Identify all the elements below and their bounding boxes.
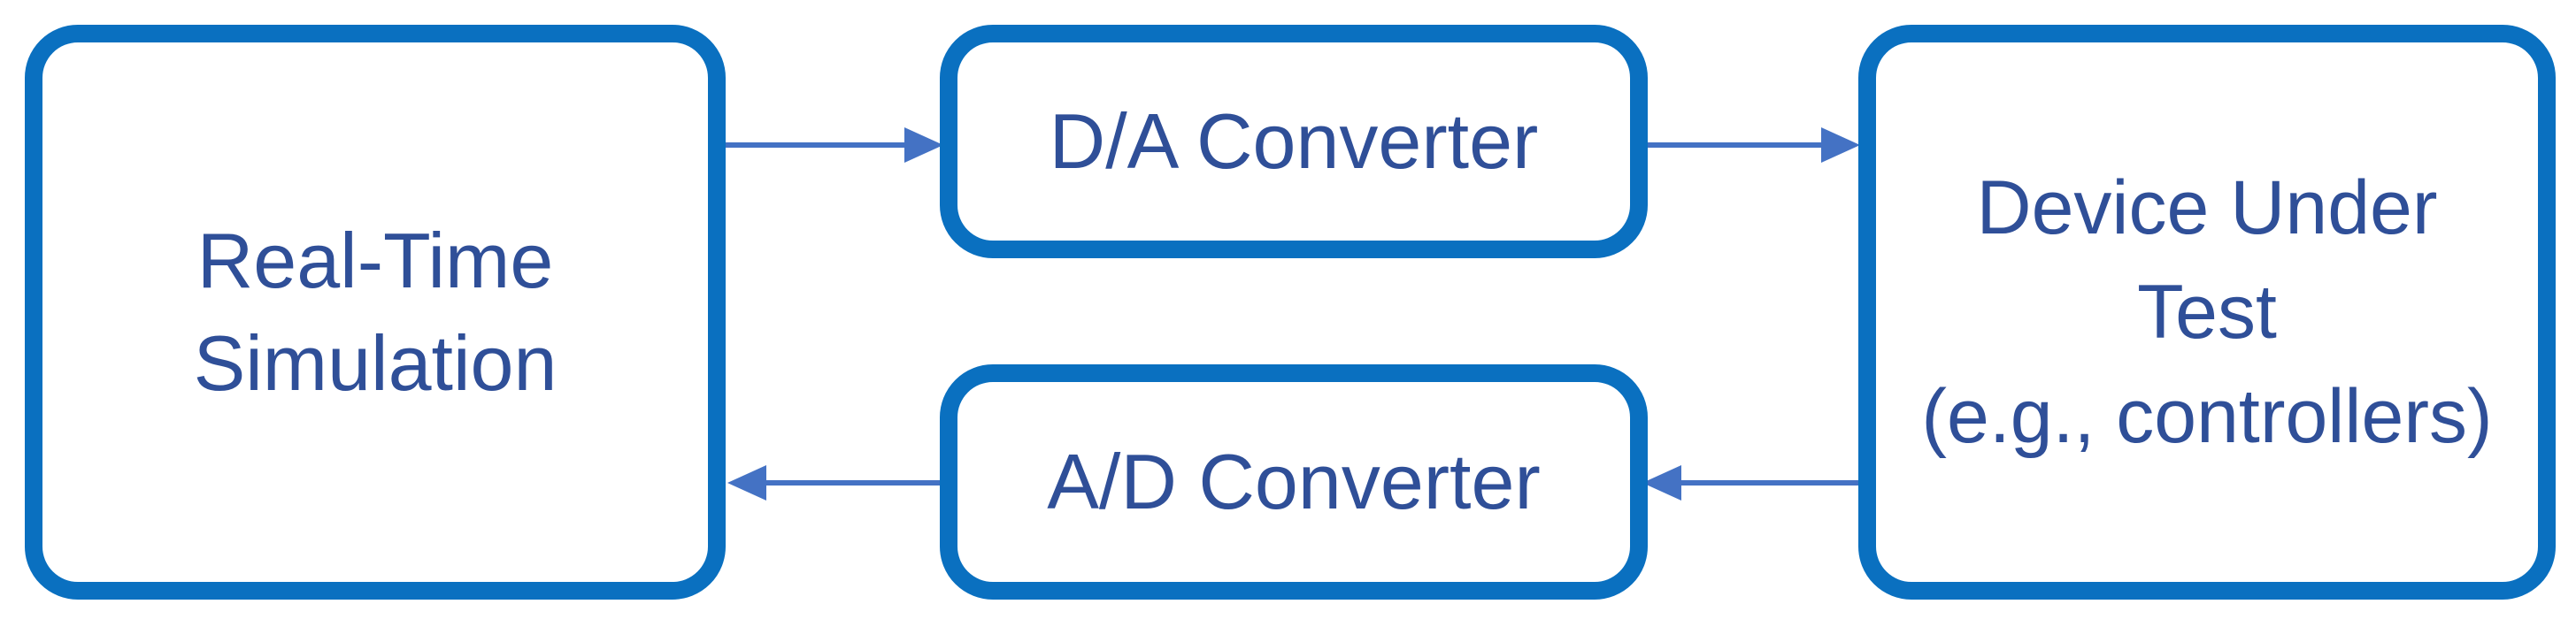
device-label-line-1: Device Under <box>1976 165 2438 250</box>
device-under-test-block: Device Under Test (e.g., controllers) <box>1858 25 2556 600</box>
ad-converter-label: A/D Converter <box>1047 438 1541 525</box>
arrow-ad-to-simulation <box>727 465 950 501</box>
arrow-da-to-device <box>1637 127 1860 163</box>
device-under-test-label: Device Under Test (e.g., controllers) <box>1921 156 2492 469</box>
device-label-line-2: Test <box>2137 270 2277 355</box>
arrow-simulation-to-da <box>715 127 943 163</box>
simulation-label: Real-Time Simulation <box>194 210 557 415</box>
real-time-simulation-block: Real-Time Simulation <box>25 25 726 600</box>
da-converter-block: D/A Converter <box>940 25 1648 258</box>
ad-converter-block: A/D Converter <box>940 364 1648 600</box>
device-label-line-3: (e.g., controllers) <box>1921 374 2493 459</box>
simulation-label-line-1: Real-Time <box>196 217 554 304</box>
simulation-label-line-2: Simulation <box>193 319 557 407</box>
da-converter-label: D/A Converter <box>1049 97 1539 185</box>
arrow-device-to-ad <box>1642 465 1869 501</box>
